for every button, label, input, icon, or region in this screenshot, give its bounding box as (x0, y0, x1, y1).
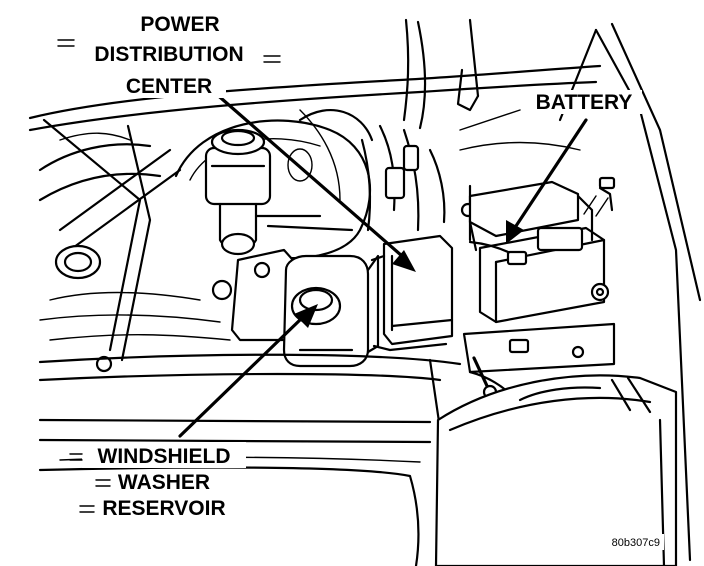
pdc-label-line2: DISTRIBUTION (94, 43, 243, 66)
washer-label: WINDSHIELD WASHER RESERVOIR (82, 442, 246, 522)
figure-code: 80b307c9 (612, 537, 660, 549)
washer-reservoir (230, 248, 380, 368)
battery-arrow (506, 118, 588, 244)
brake-master-cylinder (174, 109, 374, 260)
washer-label-line1: WINDSHIELD (98, 445, 231, 468)
pdc-arrow (212, 90, 416, 272)
power-distribution-center (370, 234, 454, 352)
left-engine-components (38, 118, 233, 373)
top-wires (402, 18, 480, 130)
pdc-label-line3: CENTER (126, 75, 212, 98)
pdc-label-line1: POWER (140, 13, 219, 36)
washer-label-line2: WASHER (118, 471, 210, 494)
pdc-label: POWER DISTRIBUTION CENTER (74, 10, 264, 98)
hood-outline (28, 22, 702, 562)
washer-arrow (178, 304, 318, 438)
battery (468, 176, 616, 324)
battery-label-text: BATTERY (536, 91, 633, 114)
battery-label: BATTERY (526, 90, 642, 114)
washer-label-line3: RESERVOIR (102, 497, 225, 520)
label-rules (57, 39, 281, 513)
